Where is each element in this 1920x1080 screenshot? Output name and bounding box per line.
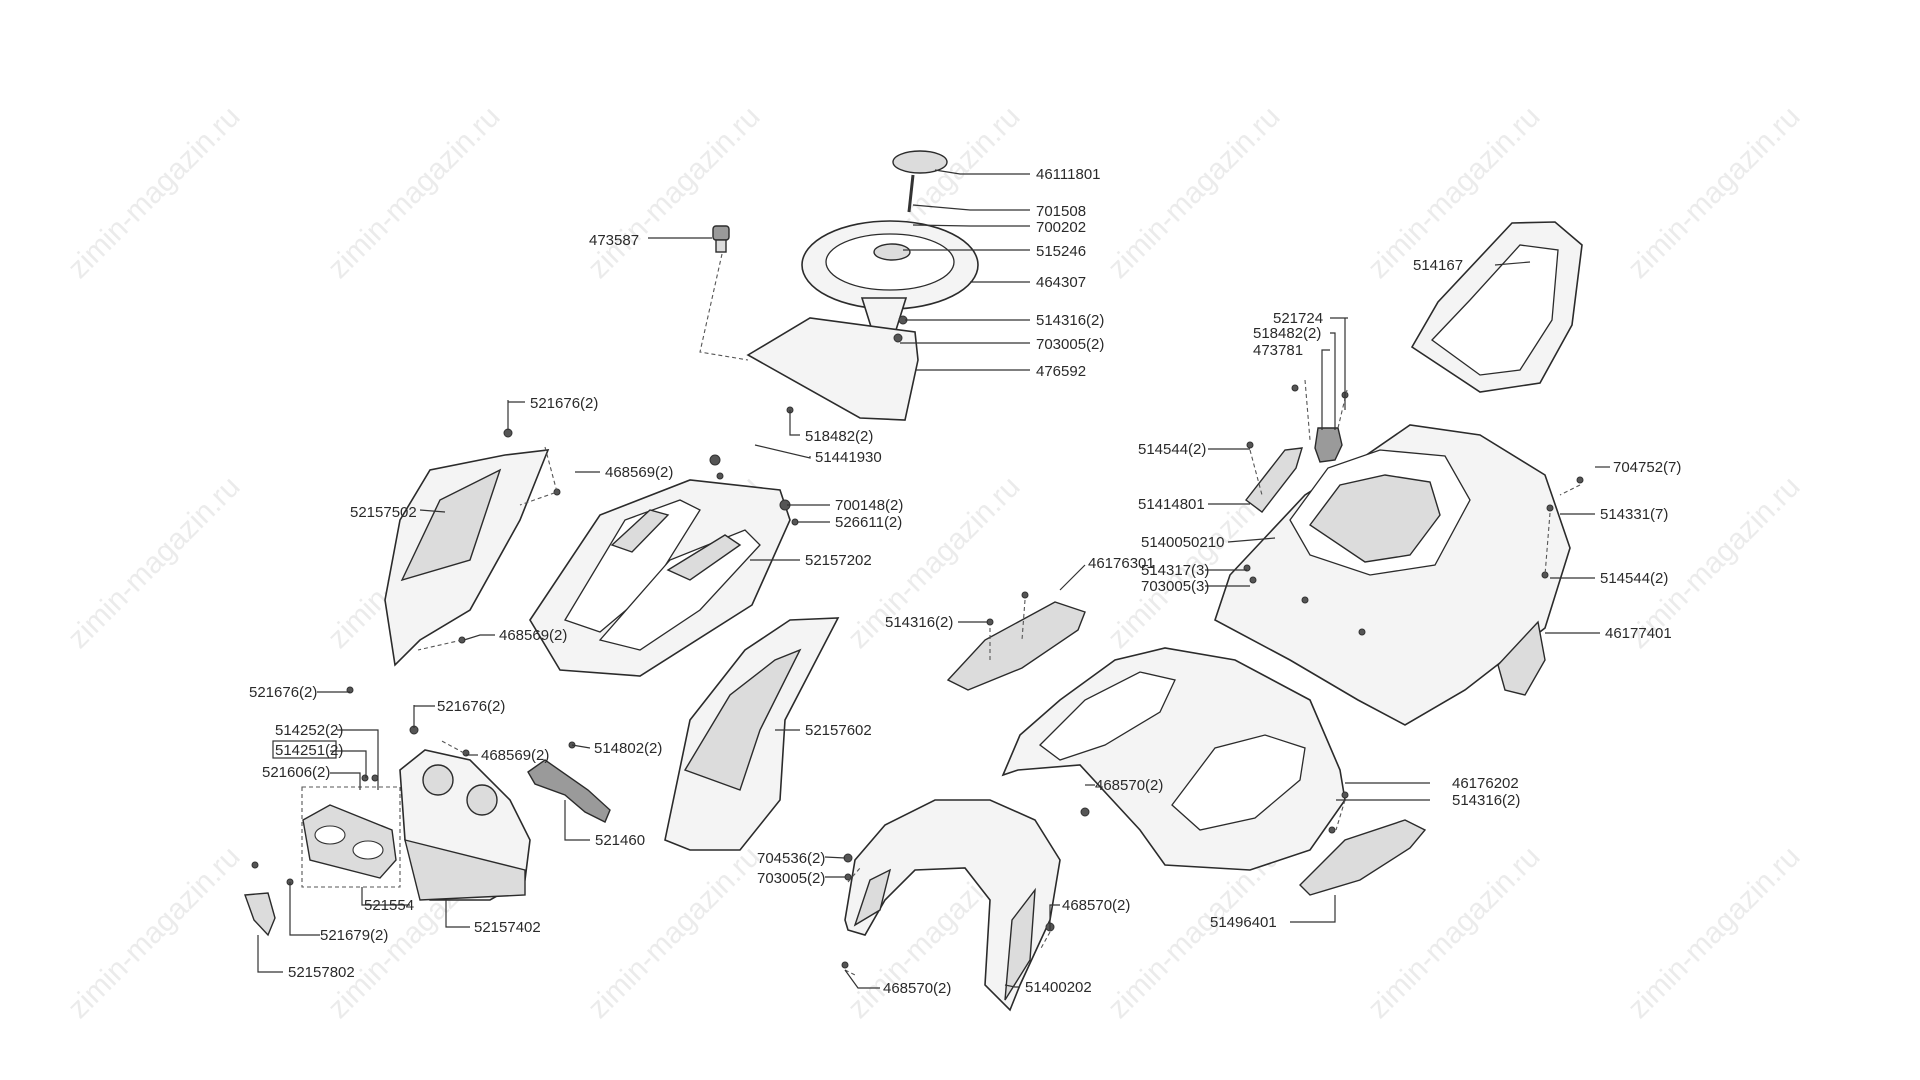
part-number-label: 521724 — [1273, 310, 1323, 327]
watermark-text: zimin-magazin.ru — [322, 100, 507, 285]
part-number-label: 5140050210 — [1141, 534, 1224, 551]
part-number-label: 514331(7) — [1600, 506, 1668, 523]
part-number-label: 46177401 — [1605, 625, 1672, 642]
part-number-label: 521679(2) — [320, 927, 388, 944]
part-number-label: 464307 — [1036, 274, 1086, 291]
part-number-label: 700202 — [1036, 219, 1086, 236]
part-number-label: 468570(2) — [1062, 897, 1130, 914]
right-footrest-shape — [1299, 819, 1427, 896]
part-number-label: 468570(2) — [1095, 777, 1163, 794]
watermark-text: zimin-magazin.ru — [582, 100, 767, 285]
part-number-label: 468569(2) — [481, 747, 549, 764]
left-side-panel-shape — [384, 449, 550, 667]
watermark-text: zimin-magazin.ru — [62, 100, 247, 285]
latch-shape — [1314, 427, 1343, 463]
part-number-label: 46176202 — [1452, 775, 1519, 792]
part-number-label: 700148(2) — [835, 497, 903, 514]
part-labels: 46111801 701508 700202 473587 515246 464… — [249, 166, 1681, 997]
part-number-label: 521676(2) — [249, 684, 317, 701]
part-number-label: 518482(2) — [805, 428, 873, 445]
part-number-label: 51400202 — [1025, 979, 1092, 996]
part-number-label: 703005(3) — [1141, 578, 1209, 595]
part-number-label: 518482(2) — [1253, 325, 1321, 342]
steering-bolt-shape — [907, 174, 915, 213]
fender-bracket-shape — [1245, 447, 1303, 513]
part-number-label: 515246 — [1036, 243, 1086, 260]
part-number-label: 704752(7) — [1613, 459, 1681, 476]
part-number-label: 521606(2) — [262, 764, 330, 781]
part-number-label: 521676(2) — [437, 698, 505, 715]
seat-shape — [1410, 221, 1583, 393]
ignition-switch-shape — [712, 225, 730, 253]
part-number-label: 514316(2) — [1452, 792, 1520, 809]
part-number-label: 468569(2) — [605, 464, 673, 481]
headlight-group-box — [301, 786, 401, 888]
part-number-label: 701508 — [1036, 203, 1086, 220]
part-number-label: 514316(2) — [1036, 312, 1104, 329]
watermark-text: zimin-magazin.ru — [1622, 100, 1807, 285]
part-number-label: 514317(3) — [1141, 562, 1209, 579]
watermark-text: zimin-magazin.ru — [1102, 100, 1287, 285]
part-number-label: 704536(2) — [757, 850, 825, 867]
part-number-label: 476592 — [1036, 363, 1086, 380]
watermark-text: zimin-magazin.ru — [62, 840, 247, 1025]
steering-wheel-shape — [801, 220, 979, 331]
part-number-label: 51441930 — [815, 449, 882, 466]
part-number-label: 51414801 — [1138, 496, 1205, 513]
bracket-shape — [527, 759, 611, 823]
part-number-label: 473587 — [589, 232, 639, 249]
part-number-label: 703005(2) — [757, 870, 825, 887]
part-number-label: 52157802 — [288, 964, 355, 981]
watermark-text: zimin-magazin.ru — [1622, 840, 1807, 1025]
part-number-label: 526611(2) — [835, 514, 902, 531]
part-number-label: 514251(2) — [275, 742, 343, 759]
part-number-label: 514544(2) — [1600, 570, 1668, 587]
assembly-links — [417, 379, 1581, 976]
floor-pan-shape — [1001, 647, 1346, 871]
part-number-label: 52157602 — [805, 722, 872, 739]
steering-cap-shape — [892, 150, 948, 174]
steering-console-shape — [746, 317, 919, 421]
watermark-text: zimin-magazin.ru — [582, 840, 767, 1025]
part-number-label: 514167 — [1413, 257, 1463, 274]
watermark-text: zimin-magazin.ru — [62, 470, 247, 655]
right-front-panel-shape — [664, 617, 840, 851]
wire-link — [699, 253, 749, 361]
part-number-label: 514802(2) — [594, 740, 662, 757]
left-footrest-shape — [946, 601, 1086, 691]
part-number-label: 514252(2) — [275, 722, 343, 739]
part-number-label: 468569(2) — [499, 627, 567, 644]
emblem-shape — [244, 892, 276, 937]
mud-flap-shape — [1497, 620, 1546, 696]
part-number-label: 514544(2) — [1138, 441, 1206, 458]
headlight-shape — [302, 804, 397, 879]
part-number-label: 46176301 — [1088, 555, 1155, 572]
part-number-label: 703005(2) — [1036, 336, 1104, 353]
part-number-label: 46111801 — [1036, 166, 1101, 183]
part-number-label: 473781 — [1253, 342, 1303, 359]
leader-lines — [257, 169, 1610, 989]
part-number-label: 52157502 — [350, 504, 417, 521]
part-number-label: 521460 — [595, 832, 645, 849]
hood-top-shape — [529, 479, 791, 677]
highlight-box — [272, 740, 337, 759]
rear-fender-shape — [1214, 424, 1571, 726]
part-number-label: 52157202 — [805, 552, 872, 569]
watermark-text: zimin-magazin.ru — [1362, 840, 1547, 1025]
part-number-label: 51496401 — [1210, 914, 1277, 931]
front-cowl-shape — [844, 799, 1061, 1012]
part-number-label: 468570(2) — [883, 980, 951, 997]
part-number-label: 521676(2) — [530, 395, 598, 412]
part-number-label: 52157402 — [474, 919, 541, 936]
part-number-label: 514316(2) — [885, 614, 953, 631]
part-number-label: 521554 — [364, 897, 414, 914]
front-grille-shape — [399, 749, 531, 901]
